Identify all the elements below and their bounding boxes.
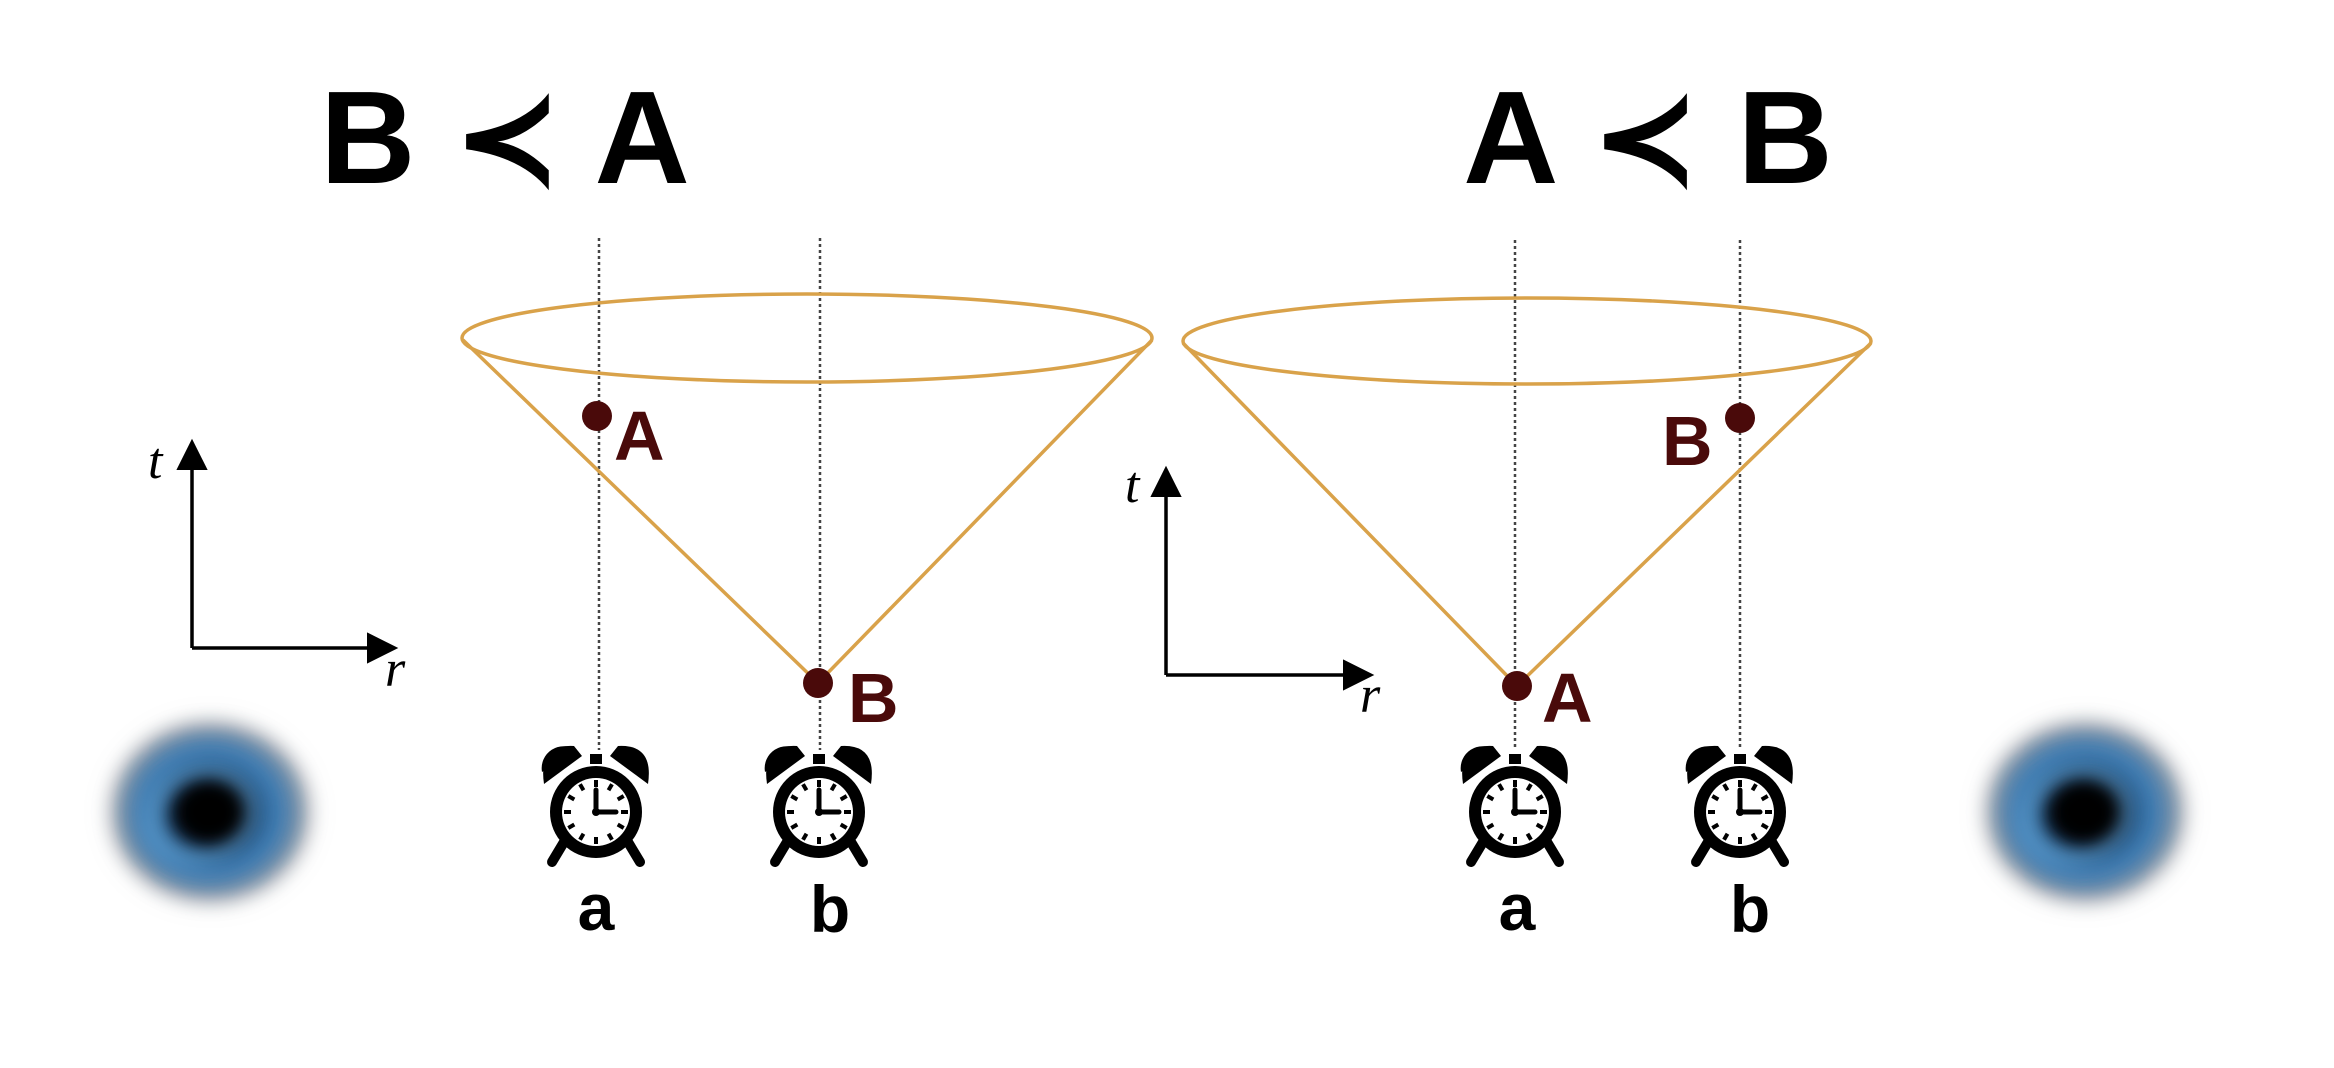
panel-right: A ≺ B B A t r a b [1125,64,2195,946]
axis-label-r: r [385,641,406,698]
event-label-a: A [614,397,665,475]
panel-left: B ≺ A A B t r a b [92,64,1154,946]
panel-right-title: A ≺ B [1463,64,1833,211]
light-cone [1181,296,1873,688]
axes: t r [1125,457,1381,724]
event-label-b: B [848,659,899,737]
clock-label-b: b [810,872,850,946]
black-hole-icon [1967,706,2195,914]
event-label-a: A [1542,659,1593,737]
light-cone [460,292,1154,685]
alarm-clock-icon [765,746,872,862]
alarm-clock-icon [542,746,649,862]
axis-label-r: r [1360,667,1381,724]
alarm-clock-icon [1461,746,1568,862]
panel-left-title: B ≺ A [320,64,690,211]
clock-label-a: a [578,870,616,944]
event-dot-a [582,401,612,431]
clock-label-a: a [1499,870,1537,944]
axis-label-t: t [148,433,164,490]
black-hole-icon [92,706,320,914]
alarm-clock-icon [1686,746,1793,862]
axes: t r [148,433,406,698]
axis-label-t: t [1125,457,1141,514]
event-dot-a [1502,671,1532,701]
event-dot-b [803,668,833,698]
event-label-b: B [1662,402,1713,480]
clock-label-b: b [1730,872,1770,946]
event-dot-b [1725,403,1755,433]
